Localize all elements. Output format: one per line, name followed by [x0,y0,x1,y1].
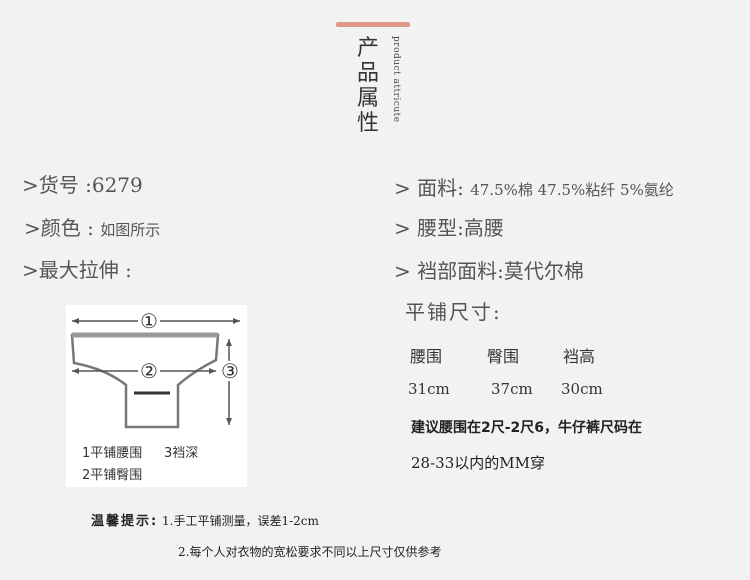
size-header-rise: 裆高 [563,347,596,366]
attr-fabric-value: 47.5%棉 47.5%粘纤 5%氨纶 [470,181,674,199]
briefs-outline-illustration: ① ② ③ 1平铺腰围 3裆深 2平铺臀围 [70,309,241,483]
size-advice-line-1: 建议腰围在2尺-2尺6，牛仔裤尺码在 [411,420,643,436]
briefs-outline [70,333,220,429]
attr-stretch: >最大拉伸 : [22,254,132,283]
attr-stretch-label: >最大拉伸 : [22,258,132,282]
attr-crotch-fabric: > 裆部面料:莫代尔棉 [394,255,584,284]
marker-3: ③ [221,359,239,383]
size-advice-line-2: 28-33以内的MM穿 [411,454,545,472]
attr-item-no-label: >货号 : [22,173,92,197]
attr-color-label: >颜色 : [24,216,94,240]
attr-fabric: > 面料: 47.5%棉 47.5%粘纤 5%氨纶 [394,172,674,201]
size-header-hip: 臀围 [487,347,520,366]
attr-crotch-fabric-label: > 裆部面料: [394,259,504,283]
section-title: 产品属性 [357,36,380,136]
tips-item-2: 2.每个人对衣物的宽松要求不同以上尺寸仅供参考 [178,545,442,559]
attr-item-no-value: 6279 [91,173,143,197]
marker-1-bg [138,311,160,331]
legend-waist: 1平铺腰围 [82,446,142,461]
measurement-diagram: ① ② ③ 1平铺腰围 3裆深 2平铺臀围 [66,305,247,487]
size-value-waist: 31cm [408,380,450,398]
header-accent-bar [336,22,410,27]
attr-waist-type-value: 高腰 [463,216,504,240]
attr-waist-type: > 腰型:高腰 [394,212,504,241]
legend-rise: 3裆深 [164,446,198,461]
rise-arrow-top [226,339,232,346]
waist-arrow-left [72,318,79,324]
attr-color: >颜色 : 如图所示 [24,212,160,241]
tips-label: 温馨提示: [91,514,159,529]
size-header-waist: 腰围 [410,347,443,366]
attr-crotch-fabric-value: 莫代尔棉 [503,259,584,283]
tips-item-1: 1.手工平铺测量，误差1-2cm [162,514,319,528]
hip-arrow-right [209,368,216,374]
marker-1: ① [140,309,158,333]
attr-item-no: >货号 :6279 [22,169,143,198]
attr-fabric-label: > 面料: [394,176,464,200]
tips-line-1: 温馨提示: 1.手工平铺测量，误差1-2cm [91,510,319,529]
marker-2: ② [140,359,158,383]
hip-arrow-left [72,368,79,374]
attr-color-value: 如图所示 [100,221,161,239]
size-value-hip: 37cm [491,380,533,398]
section-subtitle: product attricute [391,36,401,123]
marker-2-bg [138,361,160,381]
rise-arrow-bottom [226,418,232,425]
size-value-rise: 30cm [561,380,603,398]
size-table-title: 平铺尺寸: [405,300,502,324]
marker-3-bg [219,361,241,381]
waist-arrow-right [233,318,240,324]
attr-waist-type-label: > 腰型: [394,216,464,240]
legend-hip: 2平铺臀围 [82,468,142,483]
